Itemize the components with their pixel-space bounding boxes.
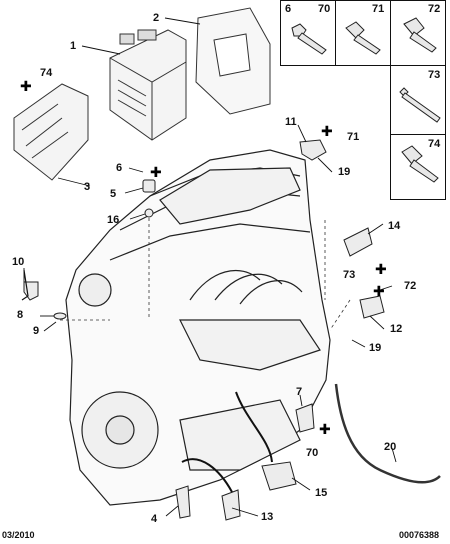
callout-70: 70 (306, 447, 319, 459)
cross-marker-6-icon: ✚ (150, 165, 162, 181)
cross-marker-74-icon: ✚ (20, 79, 32, 95)
callout-3: 3 (84, 181, 91, 193)
callout-74: 74 (40, 67, 53, 79)
callout-13: 13 (261, 511, 274, 523)
bolt-74-icon (401, 145, 423, 165)
callout-16: 16 (107, 214, 120, 226)
callout-19-mid: 19 (369, 342, 382, 354)
inset-label-73: 73 (428, 69, 441, 81)
callout-71: 71 (347, 131, 360, 143)
callout-8: 8 (17, 309, 24, 321)
callout-7: 7 (296, 386, 303, 398)
bolt-72-icon (403, 17, 425, 37)
callout-4: 4 (151, 513, 158, 525)
vacuum-hose (334, 383, 441, 484)
fastener-drawings (291, 17, 441, 183)
cross-marker-72-icon: ✚ (373, 284, 385, 300)
ecu-module (109, 29, 187, 141)
callout-6: 6 (116, 162, 123, 174)
footer-date: 03/2010 (2, 530, 35, 540)
ecu-cover (13, 83, 89, 181)
inset-label-6: 6 (285, 3, 292, 15)
callout-9: 9 (33, 325, 40, 337)
inset-label-72: 72 (428, 3, 441, 15)
wiring-lead-10 (21, 269, 29, 301)
callout-20: 20 (384, 441, 397, 453)
inset-box-74 (390, 134, 446, 200)
engine-block (65, 149, 331, 506)
small-parts (23, 139, 385, 521)
callout-1: 1 (70, 40, 77, 52)
callout-72: 72 (404, 280, 417, 292)
leader-lines (23, 17, 397, 517)
ecu-bracket (195, 7, 271, 115)
callout-15: 15 (315, 487, 328, 499)
dashed-guides (60, 218, 351, 331)
callout-14: 14 (388, 220, 401, 232)
callout-10: 10 (12, 256, 25, 268)
callout-11: 11 (285, 116, 297, 128)
cross-marker-70-icon: ✚ (319, 422, 331, 438)
wiring-lead-13 (235, 391, 273, 463)
callout-19-top: 19 (338, 166, 351, 178)
callout-12: 12 (390, 323, 403, 335)
inset-label-70: 70 (318, 3, 331, 15)
callout-5: 5 (110, 188, 117, 200)
cross-marker-73-icon: ✚ (375, 262, 387, 278)
callout-73: 73 (343, 269, 356, 281)
inset-label-71: 71 (372, 3, 385, 15)
screw-71-icon (345, 21, 365, 39)
callout-2: 2 (153, 12, 160, 24)
wiring-lead-4 (181, 458, 233, 493)
inset-label-74: 74 (428, 138, 441, 150)
cross-marker-71-icon: ✚ (321, 124, 333, 140)
footer-ref: 00076388 (399, 530, 440, 540)
